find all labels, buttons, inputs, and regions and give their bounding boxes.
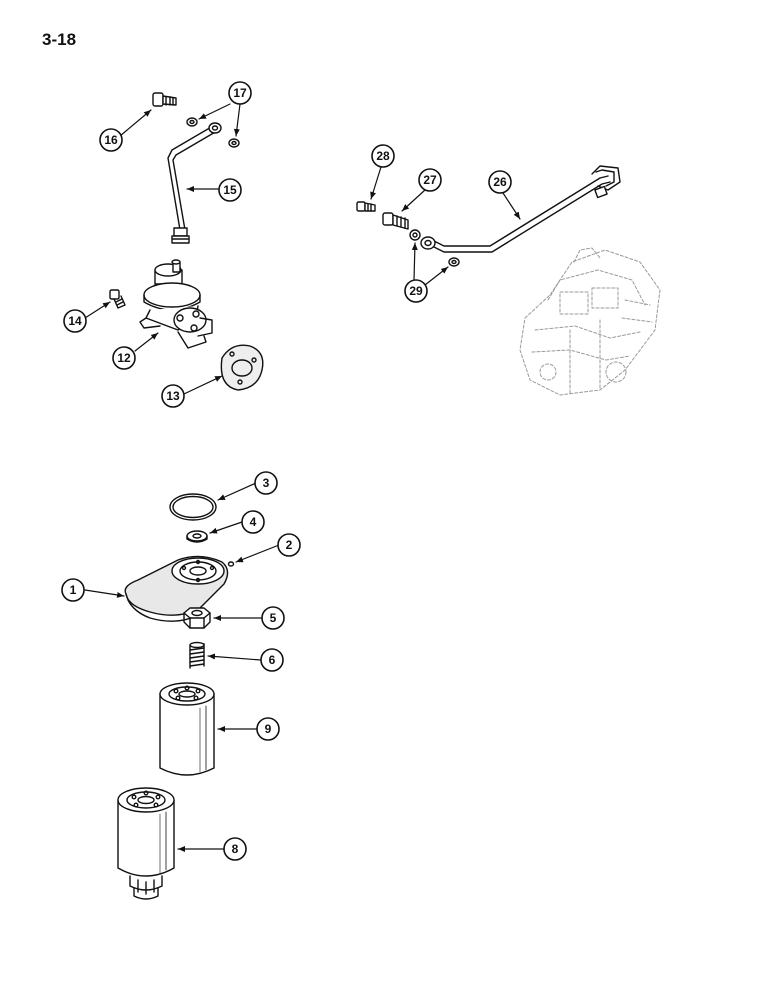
washer-17-b (228, 138, 240, 148)
callout-28: 28 (376, 149, 390, 163)
bolt-14 (109, 289, 126, 309)
callout-27: 27 (423, 173, 437, 187)
page-number: 3-18 (42, 30, 77, 49)
leader-lines (84, 103, 521, 852)
o-ring-3 (169, 493, 217, 521)
banjo-bolt-27 (382, 212, 409, 230)
bolt-28 (356, 201, 376, 212)
callout-17: 17 (233, 86, 247, 100)
filter-element-8 (117, 787, 175, 900)
washer-29-b (448, 257, 460, 267)
callout-2: 2 (286, 538, 293, 552)
callout-12: 12 (117, 351, 131, 365)
callout-16: 16 (104, 133, 118, 147)
washer-29-a (409, 229, 421, 241)
callout-14: 14 (68, 314, 82, 328)
washer-17-a (186, 117, 198, 127)
fuel-lift-pump-12 (139, 259, 213, 349)
callout-1: 1 (70, 583, 77, 597)
injection-pump-ghost (519, 247, 661, 396)
callout-15: 15 (223, 183, 237, 197)
fuel-pipe-15 (167, 122, 222, 244)
callout-29: 29 (409, 284, 423, 298)
callout-8: 8 (232, 842, 239, 856)
callout-9: 9 (265, 722, 272, 736)
spring-6 (189, 641, 205, 669)
callout-3: 3 (263, 476, 270, 490)
filter-element-9 (159, 682, 215, 776)
nut-5 (183, 607, 211, 629)
callout-5: 5 (270, 611, 277, 625)
callout-6: 6 (269, 653, 276, 667)
plug-2 (227, 561, 235, 567)
gasket-13 (220, 344, 264, 391)
banjo-bolt-16 (152, 92, 177, 107)
callout-circles (61, 81, 512, 861)
callout-13: 13 (166, 389, 180, 403)
filter-head-1 (124, 555, 229, 622)
seal-4 (186, 530, 208, 543)
fuel-pipe-26 (420, 165, 621, 253)
callout-26: 26 (493, 175, 507, 189)
callout-4: 4 (250, 515, 257, 529)
